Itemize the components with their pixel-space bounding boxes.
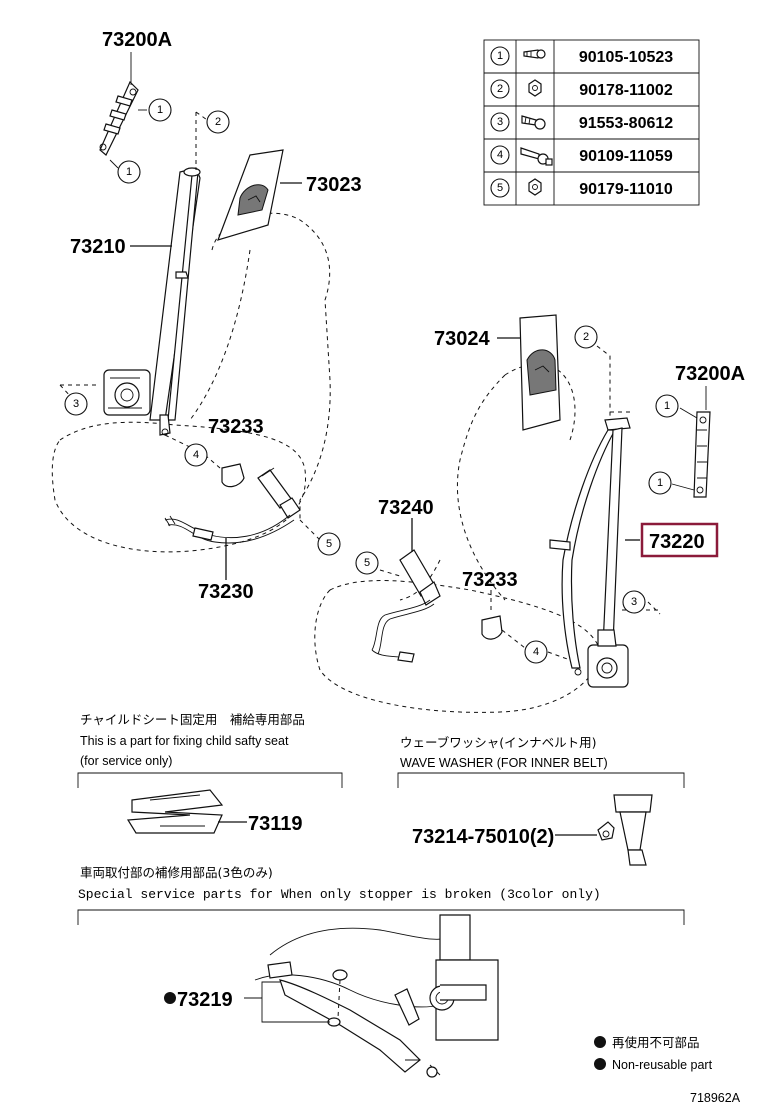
callout-3: 3: [64, 392, 88, 416]
label-73200A[interactable]: 73200A: [675, 363, 745, 385]
label-73233[interactable]: 73233: [462, 569, 518, 591]
bolt-icon: [521, 115, 546, 130]
callouts: 1 1 2 3 4 5 2 1 1 3 5 4: [64, 98, 679, 664]
part-number: 90109-11059: [579, 148, 673, 165]
cover-73023: [217, 149, 284, 241]
row-number: 5: [497, 182, 503, 194]
note-jp: チャイルドシート固定用 補給専用部品: [80, 712, 305, 727]
belt-73210: [103, 167, 201, 436]
svg-text:5: 5: [326, 538, 332, 550]
nut-icon: [528, 79, 542, 97]
belt-73220: [549, 417, 631, 688]
fastener-row: 2 90178-11002: [490, 79, 673, 99]
nut-icon: [528, 178, 542, 196]
callout-1: 1: [648, 471, 672, 495]
bolt-icon: [523, 49, 546, 59]
inner-belt-buckle-icon: [597, 794, 653, 866]
svg-text:3: 3: [73, 398, 79, 410]
non-reusable-marker: [164, 992, 176, 1004]
svg-text:1: 1: [664, 400, 670, 412]
legend: 再使用不可部品 Non-reusable part: [594, 1035, 713, 1072]
label-73023[interactable]: 73023: [306, 174, 362, 196]
upper-anchor-73200A-right: [693, 386, 711, 498]
svg-text:3: 3: [631, 596, 637, 608]
row-number: 2: [497, 83, 503, 95]
callout-1: 1: [117, 160, 141, 184]
svg-text:1: 1: [126, 166, 132, 178]
callout-circle: [490, 46, 510, 66]
fastener-row: 1 90105-10523: [490, 46, 673, 66]
callout-4: 4: [184, 443, 208, 467]
fastener-table: 1 90105-10523 2 90178-11002 3: [483, 39, 700, 206]
cover-73233-left: [221, 463, 245, 488]
diagram-id: 718962A: [690, 1091, 741, 1105]
part-number: 90179-11010: [579, 181, 673, 198]
label-73230[interactable]: 73230: [198, 581, 254, 603]
svg-text:1: 1: [157, 104, 163, 116]
upper-anchor-73200A: [99, 52, 139, 156]
label-73219[interactable]: 73219: [177, 989, 233, 1011]
callout-4: 4: [524, 640, 548, 664]
callout-5: 5: [317, 532, 341, 556]
note-en: (for service only): [80, 754, 172, 768]
part-number: 91553-80612: [579, 115, 673, 132]
label-73240[interactable]: 73240: [378, 497, 434, 519]
highlight-box: [640, 522, 719, 558]
row-number: 4: [497, 149, 503, 161]
child-seat-section: チャイルドシート固定用 補給専用部品 This is a part for fi…: [77, 712, 343, 835]
callout-1: 1: [655, 394, 679, 418]
svg-text:2: 2: [215, 116, 221, 128]
buckle-73230: [164, 467, 301, 544]
label-73200A[interactable]: 73200A: [102, 29, 172, 51]
svg-text:4: 4: [193, 449, 199, 461]
label-73119[interactable]: 73119: [248, 813, 303, 835]
svg-text:1: 1: [657, 477, 663, 489]
cover-73233-right: [481, 615, 503, 640]
callout-1: 1: [148, 98, 172, 122]
cover-73024: [519, 314, 561, 431]
left-seat-assembly: [51, 52, 331, 580]
legend-en: Non-reusable part: [612, 1058, 713, 1072]
callout-2: 2: [206, 110, 230, 134]
stud-bolt-icon: [520, 147, 553, 166]
wave-washer-section: ウェーブワッシャ(インナベルト用) WAVE WASHER (FOR INNER…: [397, 735, 685, 866]
buckle-73240: [371, 549, 441, 663]
legend-jp: 再使用不可部品: [612, 1035, 700, 1050]
svg-text:5: 5: [364, 557, 370, 569]
part-number: 90105-10523: [579, 49, 673, 66]
non-reusable-marker: [594, 1036, 606, 1048]
label-73210[interactable]: 73210: [70, 236, 126, 258]
callout-3: 3: [622, 590, 646, 614]
part-number: 90178-11002: [579, 82, 673, 99]
non-reusable-marker: [594, 1058, 606, 1070]
fastener-row: 5 90179-11010: [490, 178, 673, 198]
special-service-section: 車両取付部の補修用部品(3色のみ) Special service parts …: [77, 865, 685, 1078]
note-jp: 車両取付部の補修用部品(3色のみ): [80, 865, 273, 880]
note-jp: ウェーブワッシャ(インナベルト用): [400, 735, 597, 750]
row-number: 1: [497, 50, 503, 62]
note-en: This is a part for fixing child safty se…: [80, 734, 289, 748]
row-number: 3: [497, 116, 503, 128]
callout-5: 5: [355, 551, 379, 575]
svg-text:4: 4: [533, 646, 539, 658]
fastener-row: 4 90109-11059: [490, 145, 673, 166]
note-en: WAVE WASHER (FOR INNER BELT): [400, 756, 608, 770]
right-seat-assembly: [314, 314, 711, 713]
label-73024[interactable]: 73024: [434, 328, 490, 350]
bracket-73119: [126, 789, 224, 834]
callout-2: 2: [574, 325, 598, 349]
label-73220[interactable]: 73220: [649, 531, 705, 553]
stopper-assembly: [254, 914, 499, 1078]
fastener-row: 3 91553-80612: [490, 112, 673, 132]
note-en: Special service parts for When only stop…: [78, 887, 601, 902]
label-73214-75010[interactable]: 73214-75010(2): [412, 826, 554, 848]
label-73233[interactable]: 73233: [208, 416, 264, 438]
svg-text:2: 2: [583, 331, 589, 343]
